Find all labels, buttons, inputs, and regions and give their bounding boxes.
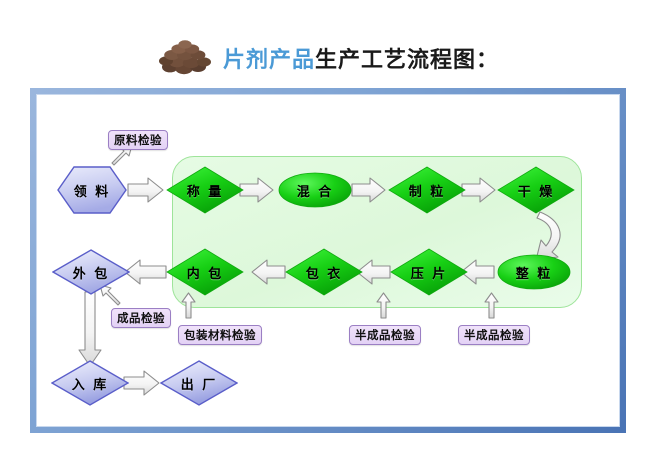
title-rest: 生产工艺流程图： [315,48,500,73]
node-wai-bao[interactable]: 外 包 [52,249,130,295]
tag-semi-finished-inspection-1[interactable]: 半成品检验 [349,325,421,345]
node-cheng-liang[interactable]: 称 量 [166,166,244,214]
node-ru-ku[interactable]: 入 库 [51,360,129,406]
node-label: 外 包 [72,266,110,282]
node-label: 压 片 [410,266,448,282]
node-label: 领 料 [73,184,111,200]
title-text: 片剂产品生产工艺流程图： [223,42,499,74]
node-label: 称 量 [186,184,224,200]
node-bao-yi[interactable]: 包 衣 [285,248,363,296]
node-label: 干 燥 [517,184,555,200]
tag-raw-material-inspection[interactable]: 原料检验 [108,130,168,150]
tablet-pile-icon [157,40,215,76]
node-ling-liao[interactable]: 领 料 [56,165,128,215]
tag-packaging-material-inspection[interactable]: 包装材料检验 [178,325,262,345]
title-highlight: 片剂产品 [222,48,315,73]
node-label: 整 粒 [515,266,553,282]
node-label: 入 库 [71,377,109,393]
tag-finished-product-inspection[interactable]: 成品检验 [111,308,171,328]
diagram-frame-inner [36,94,620,427]
node-zhi-li[interactable]: 制 粒 [388,166,466,214]
node-chu-chang[interactable]: 出 厂 [160,360,238,406]
node-zheng-li[interactable]: 整 粒 [497,254,571,290]
page-title: 片剂产品生产工艺流程图： [0,34,656,82]
node-label: 包 衣 [305,266,343,282]
node-nei-bao[interactable]: 内 包 [166,248,244,296]
tag-semi-finished-inspection-2[interactable]: 半成品检验 [458,325,530,345]
node-label: 混 合 [296,184,334,200]
node-label: 内 包 [186,266,224,282]
node-gan-zao[interactable]: 干 燥 [497,166,575,214]
node-hun-he[interactable]: 混 合 [278,172,352,208]
node-label: 制 粒 [408,184,446,200]
node-ya-pian[interactable]: 压 片 [390,248,468,296]
node-label: 出 厂 [180,377,218,393]
